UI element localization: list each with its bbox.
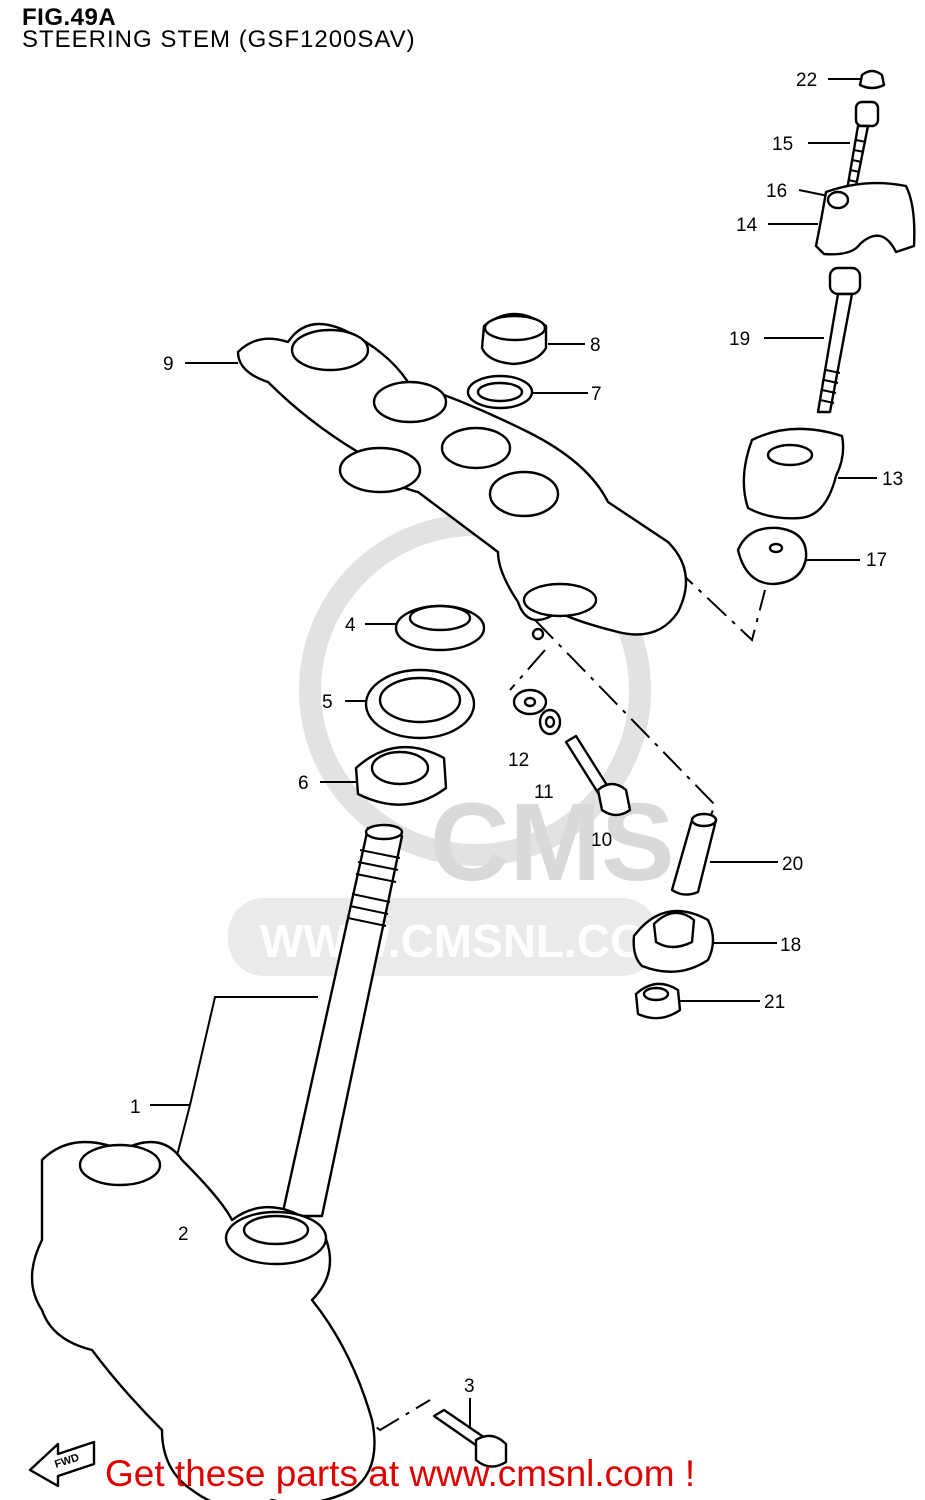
callout-8: 8 xyxy=(590,335,601,356)
callout-13: 13 xyxy=(882,469,903,490)
callout-22: 22 xyxy=(796,70,817,91)
part-21-nut xyxy=(634,982,682,1020)
figure-title: FIG.49A xyxy=(22,4,117,31)
callout-1: 1 xyxy=(130,1097,141,1118)
part-20-collar xyxy=(670,812,718,896)
callout-2: 2 xyxy=(178,1224,189,1245)
callout-4: 4 xyxy=(345,615,356,636)
part-9-upper-bracket xyxy=(236,322,688,641)
callout-6: 6 xyxy=(298,773,309,794)
watermark-banner xyxy=(228,898,658,976)
callout-3: 3 xyxy=(464,1376,475,1397)
part-10-bolt xyxy=(564,734,632,817)
part-6-bearing xyxy=(354,745,448,806)
part-18-cushion xyxy=(632,909,715,973)
callouts: 1 2 3 4 5 6 7 8 9 10 11 12 13 14 15 16 1… xyxy=(130,70,903,1397)
callout-10: 10 xyxy=(591,830,612,851)
figure-subtitle: STEERING STEM (GSF1200SAV) xyxy=(22,26,416,53)
callout-12: 12 xyxy=(508,750,529,771)
callout-15: 15 xyxy=(772,134,793,155)
callout-19: 19 xyxy=(729,329,750,350)
watermark-logo: CMS xyxy=(430,781,674,904)
callout-7: 7 xyxy=(591,384,602,405)
callout-11: 11 xyxy=(534,782,554,803)
part-13-holder-lower xyxy=(742,427,845,520)
forward-arrow-icon: FWD xyxy=(28,1440,96,1488)
part-14-holder-upper xyxy=(814,181,916,256)
part-5-dust-seal xyxy=(364,668,476,740)
part-7-washer xyxy=(466,374,534,410)
watermark-url: WWW.CMSNL.COM xyxy=(260,915,684,967)
part-22-cap xyxy=(858,69,886,90)
callout-20: 20 xyxy=(782,854,803,875)
part-11-washer xyxy=(538,708,562,736)
part-4-stem-nut xyxy=(394,604,486,652)
part-8-cap-nut xyxy=(480,312,548,366)
callout-18: 18 xyxy=(780,935,801,956)
callout-5: 5 xyxy=(322,692,333,713)
callout-21: 21 xyxy=(764,992,785,1013)
part-12-washer xyxy=(512,688,548,716)
watermark: CMS WWW.CMSNL.COM xyxy=(228,514,684,976)
part-19-long-bolt xyxy=(816,266,862,414)
callout-16: 16 xyxy=(766,181,787,202)
part-1-steering-stem xyxy=(30,823,404,1500)
part-15-bolt xyxy=(844,100,880,198)
part-3-bolt xyxy=(432,1408,508,1468)
promo-link[interactable]: Get these parts at www.cmsnl.com ! xyxy=(105,1453,696,1494)
part-17-cushion xyxy=(736,526,808,586)
callout-17: 17 xyxy=(866,550,887,571)
callout-9: 9 xyxy=(163,354,174,375)
callout-14: 14 xyxy=(736,215,758,236)
